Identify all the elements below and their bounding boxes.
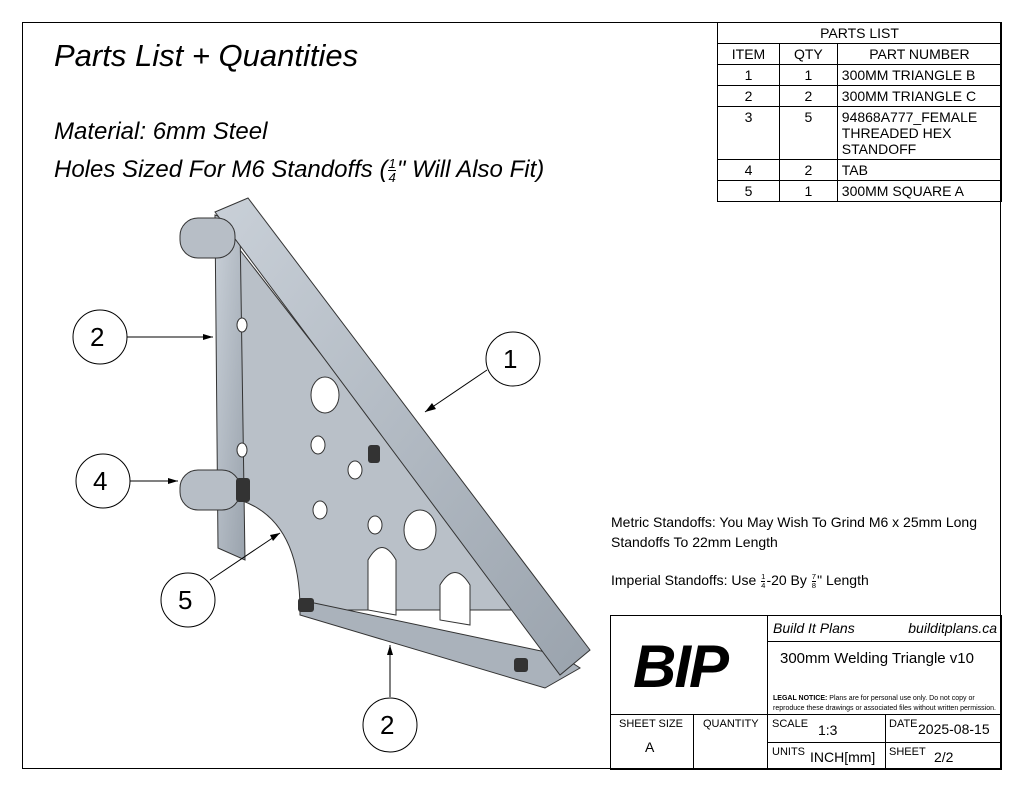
- title-block: BIP Build It Plans builditplans.ca 300mm…: [610, 615, 1002, 770]
- imperial-after: " Length: [817, 572, 869, 588]
- imperial-mid: -20 By: [766, 572, 811, 588]
- cell-part: 94868A777_FEMALE THREADED HEX STANDOFF: [836, 106, 1003, 160]
- balloon-4: [75, 453, 131, 509]
- balloon-label: 2: [380, 710, 395, 740]
- date-cell: DATE 2025-08-15: [885, 714, 1002, 743]
- standoff: [236, 478, 250, 502]
- balloon-label: 2: [90, 322, 105, 352]
- legal-label: LEGAL NOTICE:: [773, 695, 828, 702]
- units-cell: UNITS INCH[mm]: [767, 742, 886, 770]
- cell-item: 4: [717, 159, 780, 181]
- balloon-1: [485, 331, 541, 387]
- cell-part: 300MM TRIANGLE B: [836, 64, 1003, 86]
- fraction-den: 4: [761, 580, 766, 590]
- logo: BIP: [633, 633, 729, 700]
- quantity-cell: QUANTITY: [693, 714, 768, 770]
- header-item: ITEM: [717, 43, 780, 65]
- fraction-num: 1: [761, 572, 766, 582]
- triangle-b-diagonal: [214, 197, 591, 676]
- scale-value: 1:3: [818, 722, 838, 738]
- balloon-2-bottom: [362, 697, 418, 753]
- sheet-size-value: A: [645, 739, 655, 755]
- legal-notice: LEGAL NOTICE: Plans are for personal use…: [773, 694, 1001, 714]
- date-label: DATE: [889, 718, 918, 730]
- company-name: Build It Plans: [773, 620, 855, 636]
- standoff: [368, 445, 380, 463]
- units-label: UNITS: [772, 746, 805, 758]
- header-part-number: PART NUMBER: [836, 43, 1003, 65]
- fraction-num: 1: [388, 155, 396, 172]
- date-value: 2025-08-15: [918, 721, 990, 737]
- balloon-label: 4: [93, 466, 108, 496]
- holes-text-before: Holes Sized For M6 Standoffs (: [54, 156, 388, 183]
- cell-qty: 2: [778, 159, 838, 181]
- sheet-size-label: SHEET SIZE: [619, 718, 683, 730]
- cell-item: 5: [717, 180, 780, 202]
- title-cell: 300mm Welding Triangle v10 LEGAL NOTICE:…: [767, 641, 1002, 715]
- balloon-2-left: [72, 309, 128, 365]
- holes-text-after: " Will Also Fit): [396, 156, 545, 183]
- cell-part: 300MM TRIANGLE C: [836, 85, 1003, 107]
- imperial-before: Imperial Standoffs: Use: [611, 572, 761, 588]
- cell-qty: 1: [778, 180, 838, 202]
- sheet-label: SHEET: [889, 746, 926, 758]
- page-title: Parts List + Quantities: [54, 38, 359, 73]
- website: builditplans.ca: [908, 620, 997, 636]
- standoff: [514, 658, 528, 672]
- sheet-value: 2/2: [934, 749, 954, 765]
- metric-note: Metric Standoffs: You May Wish To Grind …: [611, 514, 977, 550]
- tab-bottom: [179, 469, 241, 511]
- logo-cell: BIP: [610, 615, 768, 715]
- balloon-label: 5: [178, 585, 193, 615]
- units-value: INCH[mm]: [810, 749, 876, 765]
- fraction-den: 4: [388, 170, 396, 186]
- fraction-num: 7: [811, 572, 817, 582]
- cell-item: 1: [717, 64, 780, 86]
- triangle-c-base: [299, 599, 581, 689]
- parts-list-title: PARTS LIST: [717, 22, 1002, 44]
- material-text: Material: 6mm Steel: [54, 118, 268, 145]
- cell-qty: 2: [778, 85, 838, 107]
- cell-part: 300MM SQUARE A: [836, 180, 1003, 202]
- quantity-label: QUANTITY: [703, 718, 759, 730]
- balloon-5: [160, 572, 216, 628]
- cell-qty: 5: [778, 106, 838, 160]
- cell-part: TAB: [836, 159, 1003, 181]
- legal-text: Plans are for personal use only. Do not …: [773, 695, 996, 712]
- tab-top: [179, 217, 236, 259]
- drawing-title: 300mm Welding Triangle v10: [780, 650, 974, 667]
- scale-cell: SCALE 1:3: [767, 714, 886, 743]
- scale-label: SCALE: [772, 718, 809, 730]
- cell-item: 3: [717, 106, 780, 160]
- cell-item: 2: [717, 85, 780, 107]
- sheet-size-cell: SHEET SIZE A: [610, 714, 694, 770]
- cell-qty: 1: [778, 64, 838, 86]
- sheet-border: [22, 22, 1001, 769]
- sheet-cell: SHEET 2/2: [885, 742, 1002, 770]
- company-cell: Build It Plans builditplans.ca: [767, 615, 1002, 642]
- standoff: [298, 598, 314, 612]
- fraction-den: 8: [811, 580, 817, 590]
- header-qty: QTY: [778, 43, 838, 65]
- balloon-label: 1: [503, 344, 518, 374]
